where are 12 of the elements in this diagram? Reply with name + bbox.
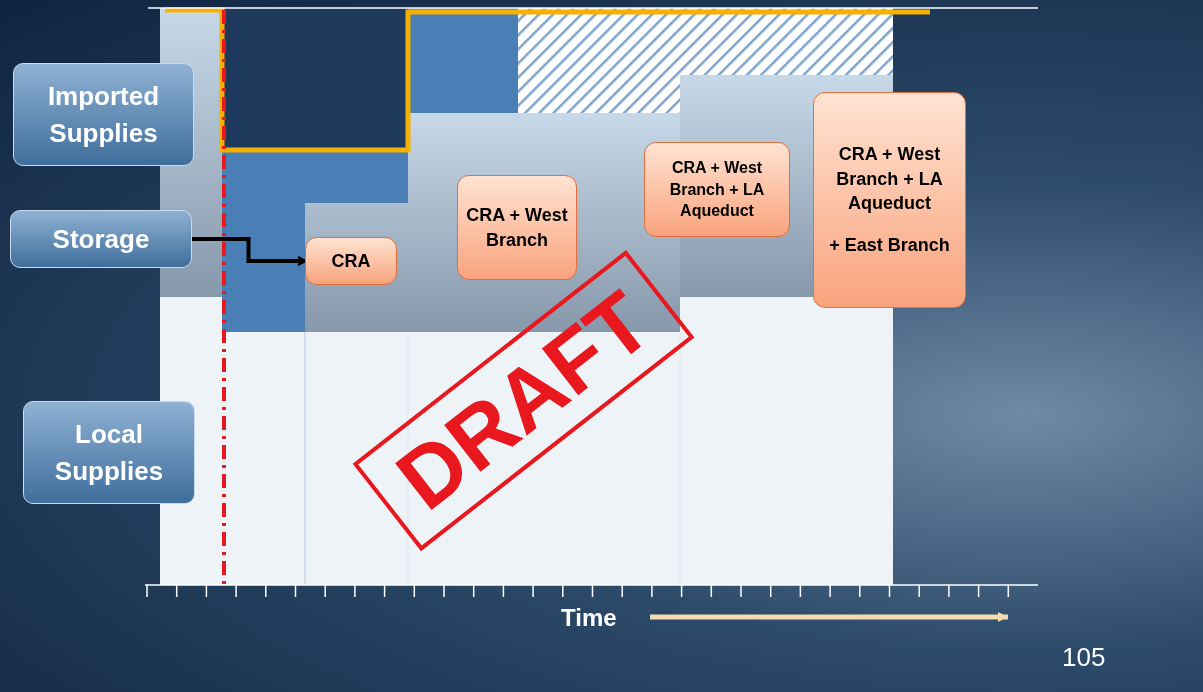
callout-text: + East Branch: [828, 234, 951, 258]
callout-box: [813, 92, 966, 308]
page-number: 105: [1062, 642, 1106, 673]
supply-label: Storage: [10, 210, 192, 268]
callout-text: CRA + West Branch + LA Aqueduct: [835, 143, 944, 215]
supply-label: Imported Supplies: [13, 63, 194, 166]
supply-label: Local Supplies: [23, 401, 195, 504]
callout-box: CRA + West Branch: [457, 175, 577, 280]
axis-title: Time: [561, 604, 617, 632]
callout-box: CRA: [305, 237, 397, 285]
arrow: [192, 237, 307, 267]
callout-box: CRA + West Branch + LA Aqueduct: [644, 142, 790, 237]
